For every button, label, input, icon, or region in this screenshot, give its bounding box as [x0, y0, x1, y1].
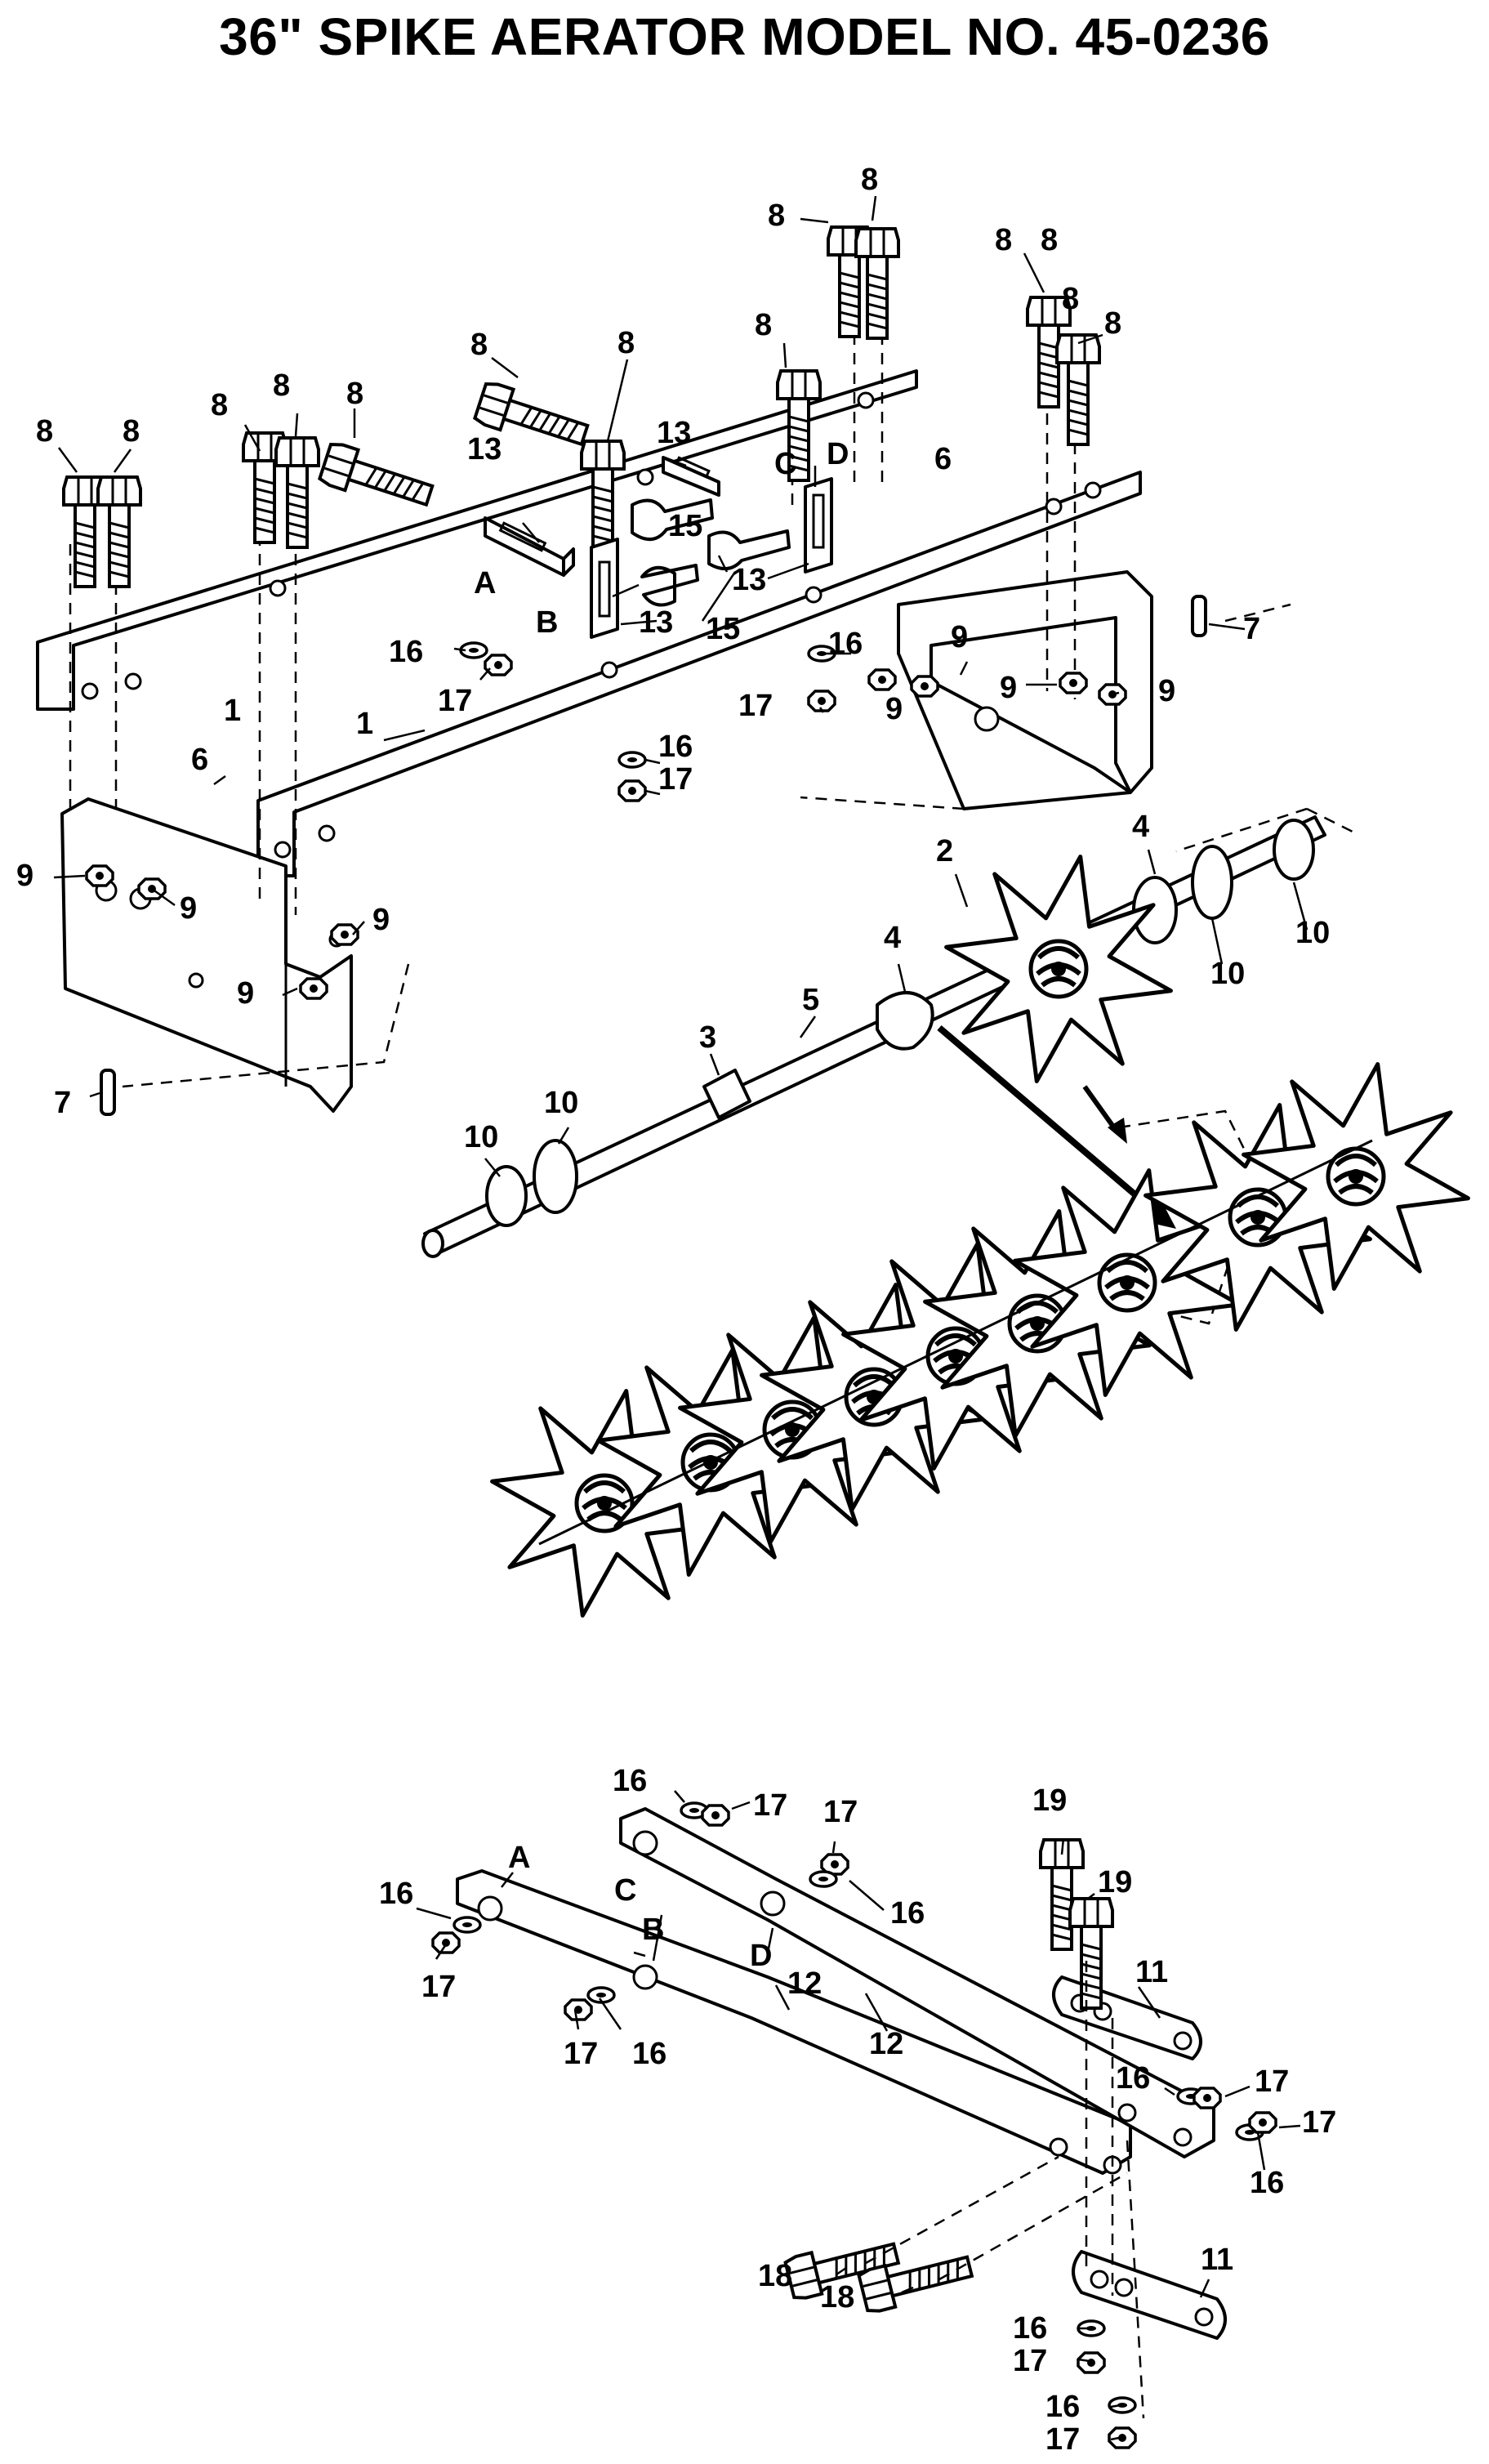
callout-17: 17: [658, 762, 693, 797]
callout-1: 1: [356, 707, 373, 741]
callout-9: 9: [372, 903, 390, 937]
callout-d: D: [827, 437, 849, 471]
callout-16: 16: [1116, 2061, 1150, 2096]
callout-17: 17: [738, 689, 773, 723]
callout-8: 8: [1062, 282, 1079, 316]
callout-3: 3: [699, 1020, 716, 1055]
callout-labels: 8 8 8 8 8 8 8 8 8 8 8 8 8 8 13 13 13 13 …: [16, 163, 1336, 2457]
callout-c: C: [774, 447, 796, 481]
callout-16: 16: [658, 730, 693, 764]
callout-c: C: [614, 1873, 636, 1908]
callout-15: 15: [668, 509, 702, 543]
callout-17: 17: [1302, 2105, 1336, 2140]
callout-8: 8: [346, 377, 363, 411]
callout-16: 16: [389, 635, 423, 669]
callout-8: 8: [470, 328, 488, 362]
link-bar-12-a: [456, 1869, 1132, 2175]
callout-5: 5: [802, 983, 819, 1017]
callout-9: 9: [1158, 674, 1175, 708]
callout-16: 16: [1013, 2311, 1047, 2346]
callout-8: 8: [36, 414, 53, 449]
callout-12: 12: [869, 2027, 903, 2061]
callout-18: 18: [758, 2259, 792, 2293]
callout-b: B: [536, 605, 558, 640]
callout-10: 10: [464, 1120, 498, 1154]
callout-10: 10: [544, 1086, 578, 1120]
callout-16: 16: [632, 2037, 666, 2071]
callout-9: 9: [16, 859, 33, 893]
callout-18: 18: [820, 2280, 854, 2314]
callout-10: 10: [1295, 916, 1330, 950]
callout-16: 16: [1045, 2390, 1080, 2424]
callout-19: 19: [1098, 1865, 1132, 1899]
callout-15: 15: [706, 612, 740, 646]
callout-13: 13: [467, 432, 502, 466]
callout-4: 4: [1132, 810, 1149, 844]
callout-19: 19: [1032, 1783, 1067, 1818]
callout-1: 1: [224, 694, 241, 728]
callout-16: 16: [890, 1896, 925, 1931]
callout-16: 16: [1250, 2166, 1284, 2200]
callout-16: 16: [379, 1877, 413, 1911]
callout-a: A: [508, 1841, 530, 1875]
callout-9: 9: [237, 976, 254, 1011]
callout-17: 17: [753, 1788, 787, 1823]
callout-6: 6: [191, 743, 208, 777]
callout-8: 8: [1104, 306, 1121, 341]
callout-17: 17: [438, 684, 472, 718]
leader-lines: [53, 195, 1308, 2441]
callout-7: 7: [54, 1086, 71, 1120]
callout-11: 11: [1135, 1955, 1168, 1989]
callout-13: 13: [732, 563, 766, 597]
spike-wheel-row: [470, 807, 1489, 1637]
callout-17: 17: [1013, 2344, 1047, 2378]
callout-8: 8: [1041, 223, 1058, 257]
link-projection-lines: [865, 1961, 1145, 2419]
callout-8: 8: [273, 368, 290, 403]
angle-rail-rear: [36, 369, 918, 711]
callout-8: 8: [755, 308, 772, 342]
callout-8: 8: [211, 388, 228, 422]
callout-8: 8: [768, 199, 785, 233]
callout-2: 2: [936, 834, 953, 868]
callout-17: 17: [564, 2037, 598, 2071]
callout-9: 9: [885, 692, 903, 726]
callout-16: 16: [828, 627, 863, 661]
callout-8: 8: [861, 163, 878, 197]
callout-16: 16: [613, 1764, 647, 1798]
callout-17: 17: [421, 1970, 456, 2004]
callout-17: 17: [1045, 2422, 1080, 2457]
callout-11: 11: [1201, 2243, 1233, 2277]
callout-9: 9: [180, 891, 197, 926]
callout-13: 13: [639, 605, 673, 640]
callout-17: 17: [823, 1795, 858, 1829]
callout-b: B: [642, 1913, 664, 1947]
callout-8: 8: [995, 223, 1012, 257]
slotted-brackets-13: [484, 456, 833, 639]
callout-6: 6: [934, 442, 952, 476]
callout-a: A: [474, 566, 496, 600]
link-bar-12-c: [619, 1807, 1215, 2158]
callout-d: D: [750, 1939, 772, 1973]
callout-9: 9: [1000, 671, 1017, 705]
callout-7: 7: [1243, 612, 1260, 646]
side-plate-right: [897, 570, 1153, 810]
callout-8: 8: [123, 414, 140, 449]
callout-10: 10: [1210, 957, 1245, 991]
callout-17: 17: [1255, 2064, 1289, 2099]
callout-13: 13: [657, 416, 691, 450]
callout-4: 4: [884, 921, 901, 955]
callout-12: 12: [787, 1966, 822, 2001]
callout-8: 8: [617, 326, 635, 360]
carriage-bolts-15: [631, 498, 791, 607]
callout-9: 9: [951, 620, 968, 654]
side-plate-left: [60, 797, 353, 1113]
pins-7: [100, 595, 1207, 1116]
page-title: 36" SPIKE AERATOR MODEL NO. 45-0236: [219, 7, 1270, 66]
spike-wheel-single: [925, 835, 1193, 1103]
